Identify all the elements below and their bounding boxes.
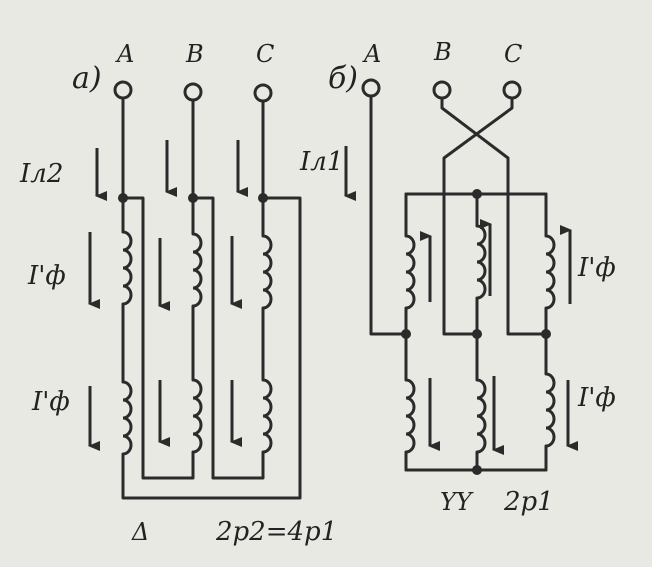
diagram-b-coil-a-lower — [405, 378, 416, 454]
diagram-a-phase-current-bottom-label: I'ф — [31, 387, 70, 417]
diagram-a-node-b — [188, 193, 198, 203]
diagram-b-coil-a-upper — [405, 234, 416, 310]
diagram-a: a) A B C — [19, 40, 337, 547]
diagram-a-delta-return-bc — [191, 196, 265, 480]
diagram-b-phase-current-top-label: I'ф — [577, 253, 616, 283]
diagram-a-terminal-a-label: A — [115, 40, 134, 68]
diagram-a-node-c — [258, 193, 268, 203]
diagram-a-phase-a-coil2 — [122, 380, 133, 456]
diagram-a-phase-c-coil2 — [262, 378, 273, 454]
diagram-a-phase-c-coil1 — [262, 234, 273, 310]
diagram-b-terminal-b-label: B — [433, 38, 452, 66]
diagram-a-phase-b-coil2 — [192, 378, 203, 454]
diagram-b-terminal-c-label: C — [504, 40, 522, 68]
diagram-a-connection-label: Δ — [131, 518, 149, 546]
diagram-b-line-current-label: Iл1 — [299, 147, 343, 177]
diagram-b-lead-b — [440, 96, 548, 336]
diagram-b-poles-label: 2p1 — [503, 487, 554, 517]
diagram-b-coil-b-upper — [476, 224, 487, 300]
diagram-a-terminal-b-circle — [183, 82, 203, 102]
diagram-b-terminal-b-circle — [432, 80, 452, 100]
diagram-a-node-a — [118, 193, 128, 203]
diagram-b: б) A B C — [299, 38, 616, 517]
diagram-a-tag: a) — [72, 61, 102, 96]
diagram-a-poles-label: 2p2=4p1 — [215, 517, 337, 547]
diagram-a-phase-current-top-label: I'ф — [27, 261, 66, 291]
diagram-b-terminal-a-circle — [361, 78, 381, 98]
diagram-b-phase-current-bottom-label: I'ф — [577, 383, 616, 413]
diagram-b-coil-c-upper — [545, 234, 556, 310]
diagram-a-phase-a-coil1 — [122, 230, 133, 306]
diagram-b-lead-a — [369, 94, 408, 336]
diagram-b-bottom-neutral-node — [472, 465, 482, 475]
diagram-b-terminal-c-circle — [502, 80, 522, 100]
diagram-a-phase-b-coil1 — [192, 232, 203, 308]
diagram-b-coil-c-lower — [545, 372, 556, 448]
diagram-b-node-c — [541, 329, 551, 339]
diagram-b-node-b — [472, 329, 482, 339]
diagram-b-connection-label: YY — [440, 488, 474, 516]
diagram-b-top-neutral-node — [472, 189, 482, 199]
diagram-a-terminal-c-label: C — [256, 40, 274, 68]
diagram-a-terminal-b-label: B — [185, 40, 204, 68]
diagram-a-line-current-label: Iл2 — [19, 159, 63, 189]
diagram-b-lead-c — [442, 96, 514, 336]
diagram-b-tag: б) — [328, 61, 358, 96]
diagram-b-coil-b-lower — [476, 378, 487, 454]
diagram-a-terminal-a-circle — [113, 80, 133, 100]
diagram-a-delta-return-ca — [121, 196, 302, 500]
diagram-a-delta-return-ab — [121, 196, 195, 480]
diagram-a-terminal-c-circle — [253, 83, 273, 103]
diagram-b-node-a — [401, 329, 411, 339]
diagram-b-terminal-a-label: A — [362, 40, 381, 68]
